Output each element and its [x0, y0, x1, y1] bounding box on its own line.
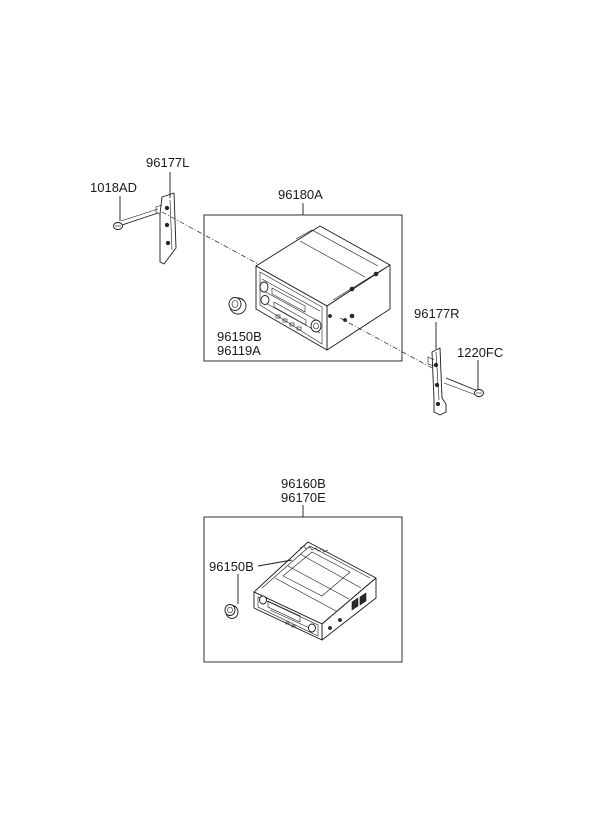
label-96180A: 96180A — [278, 187, 323, 202]
label-96150B-top: 96150B — [217, 329, 262, 344]
right-mounting-bracket — [427, 347, 447, 416]
label-96160B: 96160B — [281, 476, 326, 491]
label-96177L: 96177L — [146, 155, 189, 170]
audio-head-unit-bottom — [253, 541, 377, 641]
left-screw — [113, 208, 159, 230]
label-96119A: 96119A — [217, 343, 261, 358]
right-screw — [443, 377, 484, 397]
alignment-line-right — [339, 317, 433, 369]
alignment-line-left — [161, 211, 263, 267]
label-96177R: 96177R — [414, 306, 460, 321]
leader-96150B-bottom-2 — [257, 559, 293, 567]
label-1018AD: 1018AD — [90, 180, 137, 195]
audio-head-unit-top — [255, 225, 391, 351]
bottom-assembly-frame — [203, 516, 403, 663]
label-96150B-bottom: 96150B — [209, 559, 254, 574]
control-knob-top — [228, 297, 247, 315]
label-96170E: 96170E — [281, 490, 326, 505]
label-1220FC: 1220FC — [457, 345, 503, 360]
control-knob-bottom — [224, 604, 239, 619]
left-mounting-bracket — [155, 192, 177, 265]
